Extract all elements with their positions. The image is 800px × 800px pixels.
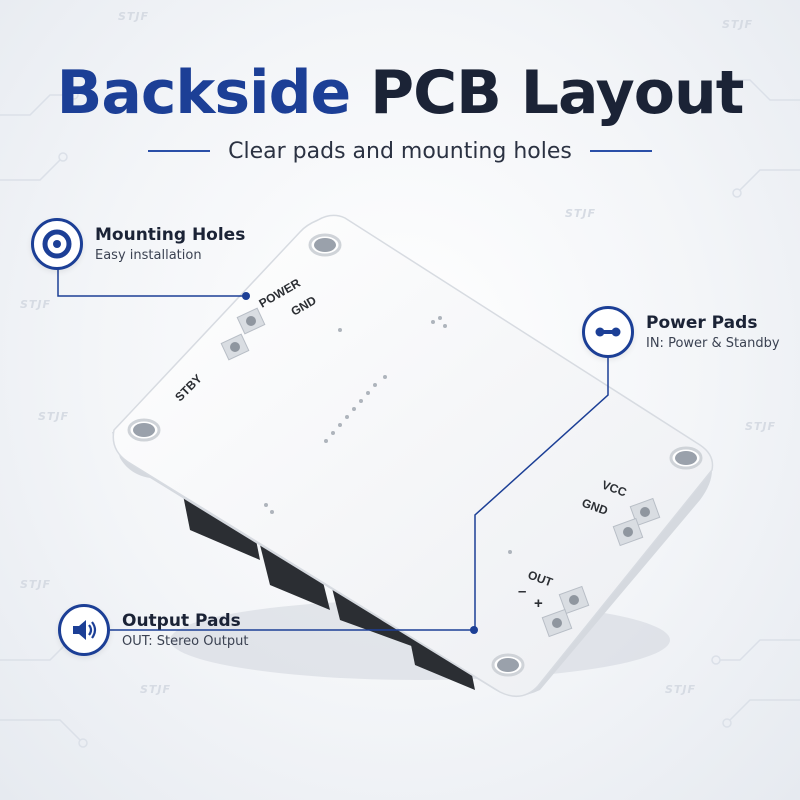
subtitle-line-right <box>589 150 652 152</box>
title-blue: Backside <box>56 58 352 128</box>
watermark: STJF <box>745 420 777 433</box>
power-pads-title: Power Pads <box>646 313 758 333</box>
watermark: STJF <box>665 683 697 696</box>
output-pads <box>541 585 590 638</box>
mounting-hole-icon <box>31 218 83 270</box>
power-pads-icon <box>582 306 634 358</box>
subtitle: Clear pads and mounting holes <box>228 138 572 164</box>
mounting-holes <box>127 233 703 677</box>
subtitle-row: Clear pads and mounting holes <box>0 135 800 167</box>
vcc-gnd-pads <box>612 497 661 547</box>
title-dark: PCB Layout <box>370 58 744 128</box>
watermark: STJF <box>118 10 150 23</box>
subtitle-line-left <box>148 150 211 152</box>
mounting-holes-desc: Easy installation <box>95 248 202 263</box>
vias <box>264 316 512 554</box>
watermark: STJF <box>20 578 52 591</box>
watermark: STJF <box>722 18 754 31</box>
watermark: STJF <box>38 410 70 423</box>
power-gnd-pads <box>220 307 266 361</box>
output-pads-title: Output Pads <box>122 611 241 631</box>
callout-output-pads: Output Pads OUT: Stereo Output <box>58 604 248 656</box>
callout-mounting-holes: Mounting Holes Easy installation <box>31 218 245 270</box>
mounting-holes-title: Mounting Holes <box>95 225 246 245</box>
callout-power-pads: Power Pads IN: Power & Standby <box>582 306 780 358</box>
board-surface <box>112 214 714 698</box>
speaker-icon <box>58 604 110 656</box>
watermark: STJF <box>140 683 172 696</box>
watermark: STJF <box>20 298 52 311</box>
power-pads-desc: IN: Power & Standby <box>646 336 780 351</box>
pcb-label-plus: + <box>534 595 543 612</box>
watermark: STJF <box>565 207 597 220</box>
output-pads-desc: OUT: Stereo Output <box>122 634 249 649</box>
page-title: Backside PCB Layout <box>0 58 800 128</box>
pcb-label-minus: – <box>518 583 526 600</box>
